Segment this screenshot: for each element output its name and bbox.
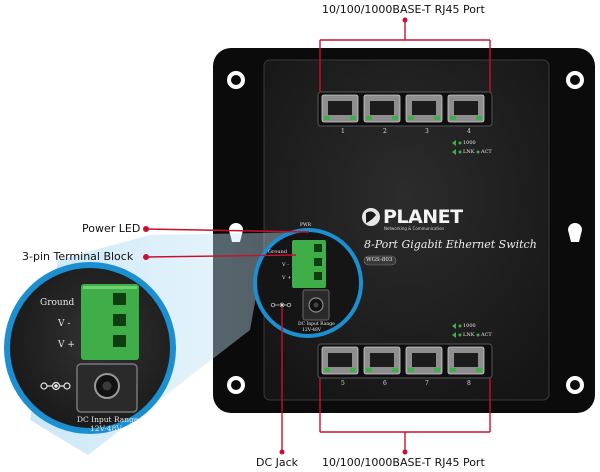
rj45-top-label: 10/100/1000BASE-T RJ45 Port	[322, 3, 485, 16]
zoom-vplus-label: V +	[58, 340, 75, 350]
bottom-port-led-6-1	[392, 368, 398, 372]
brand-name: PLANET	[383, 206, 463, 228]
dc-jack-label: DC Jack	[256, 456, 299, 469]
bottom-port-socket-6	[370, 353, 394, 367]
top-port-number-4: 4	[467, 128, 471, 135]
bottom-port-led-5-1	[350, 368, 356, 372]
pwr-label: PWR	[300, 223, 312, 228]
zoom-vminus-label: V -	[58, 319, 71, 329]
led-legend-bottom	[452, 323, 480, 338]
top-port-led-2-1	[392, 116, 398, 120]
terminal-block-label: 3-pin Terminal Block	[22, 250, 134, 263]
power-led-label: Power LED	[82, 222, 141, 235]
led-speed-label-top: 1000	[463, 140, 476, 146]
top-port-led-1-1	[350, 116, 356, 120]
led-act-label-bottom: ACT	[481, 332, 492, 338]
top-port-led-4-1	[476, 116, 482, 120]
bottom-port-socket-5	[328, 353, 352, 367]
led-link-label-top: LNK	[463, 149, 475, 155]
top-port-led-1-0	[324, 116, 330, 120]
top-port-led-2-0	[366, 116, 372, 120]
small-dc-range-label-2: 12V-48V	[302, 328, 322, 333]
bottom-port-number-6: 6	[383, 380, 387, 387]
bottom-port-number-8: 8	[467, 380, 471, 387]
zoom-dc-range-label-1: DC Input Range	[77, 415, 139, 424]
small-vplus-label: V +	[282, 275, 292, 281]
led-link-label-bottom: LNK	[463, 332, 475, 338]
product-name: 8-Port Gigabit Ethernet Switch	[364, 238, 537, 251]
dc-polarity-icon	[40, 381, 71, 391]
led-act-label-top: ACT	[481, 149, 492, 155]
planet-logo-icon	[362, 208, 380, 226]
small-vminus-label: V -	[282, 262, 289, 268]
bottom-port-led-6-0	[366, 368, 372, 372]
zoom-ground-label: Ground	[40, 298, 75, 308]
zoom-dc-range-label-2: 12V-48V	[90, 424, 122, 433]
led-legend-top	[452, 140, 480, 155]
bottom-port-socket-8	[454, 353, 478, 367]
top-port-led-3-0	[408, 116, 414, 120]
top-port-number-3: 3	[425, 128, 429, 135]
terminal-highlight-circle	[253, 228, 363, 338]
top-port-socket-2	[370, 101, 394, 115]
top-port-led-3-1	[434, 116, 440, 120]
top-port-number-1: 1	[341, 128, 345, 135]
bottom-port-socket-7	[412, 353, 436, 367]
top-rj45-ports	[317, 91, 493, 127]
bottom-port-led-7-0	[408, 368, 414, 372]
small-ground-label: Ground	[268, 249, 288, 255]
top-port-number-2: 2	[383, 128, 387, 135]
bottom-port-led-8-1	[476, 368, 482, 372]
bottom-port-number-5: 5	[341, 380, 345, 387]
top-port-socket-4	[454, 101, 478, 115]
bottom-port-led-5-0	[324, 368, 330, 372]
model-badge	[363, 255, 397, 266]
callout-dots	[143, 17, 408, 455]
bottom-rj45-ports	[317, 343, 493, 379]
callout-lines	[145, 20, 491, 452]
top-port-led-4-0	[450, 116, 456, 120]
bottom-port-led-7-1	[434, 368, 440, 372]
bottom-port-led-8-0	[450, 368, 456, 372]
rj45-bottom-label: 10/100/1000BASE-T RJ45 Port	[322, 456, 485, 469]
model-label: WGS-803	[366, 257, 393, 263]
top-port-socket-1	[328, 101, 352, 115]
led-speed-label-bottom: 1000	[463, 323, 476, 329]
small-dc-range-label-1: DC Input Range	[298, 322, 335, 327]
terminal-zoom-circle	[4, 262, 176, 434]
top-port-socket-3	[412, 101, 436, 115]
brand-tagline: Networking & Communication	[384, 226, 445, 231]
bottom-port-number-7: 7	[425, 380, 429, 387]
